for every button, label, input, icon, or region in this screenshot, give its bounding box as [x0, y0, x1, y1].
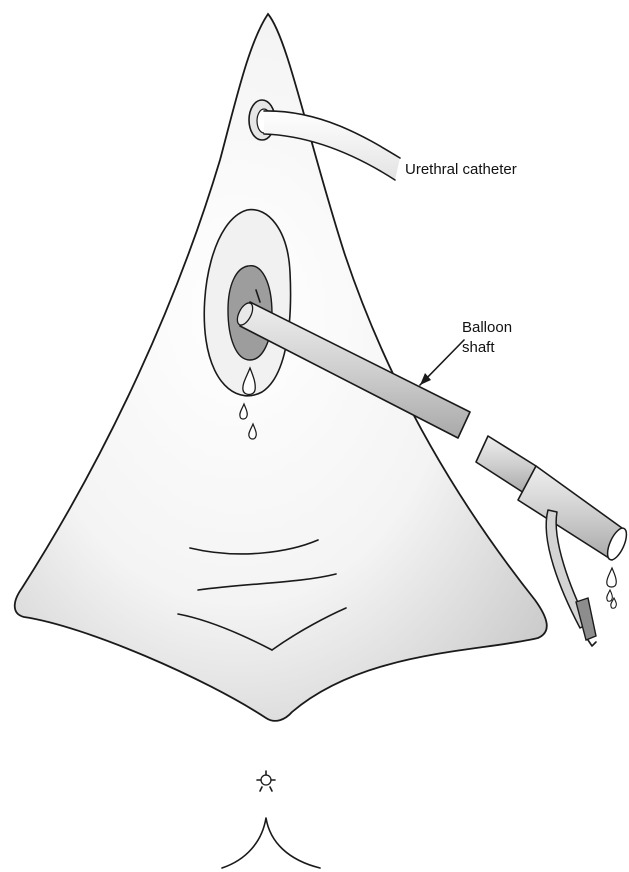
- label-balloon-shaft-line2: shaft: [462, 339, 495, 356]
- balloon-hub: [518, 466, 622, 560]
- label-urethral-catheter: Urethral catheter: [405, 161, 517, 178]
- drop-icon: [607, 590, 613, 601]
- vent-symbol: [257, 771, 275, 791]
- label-balloon-shaft-line1: Balloon: [462, 319, 512, 336]
- drop-icon: [607, 568, 616, 587]
- bottom-arc: [222, 818, 320, 868]
